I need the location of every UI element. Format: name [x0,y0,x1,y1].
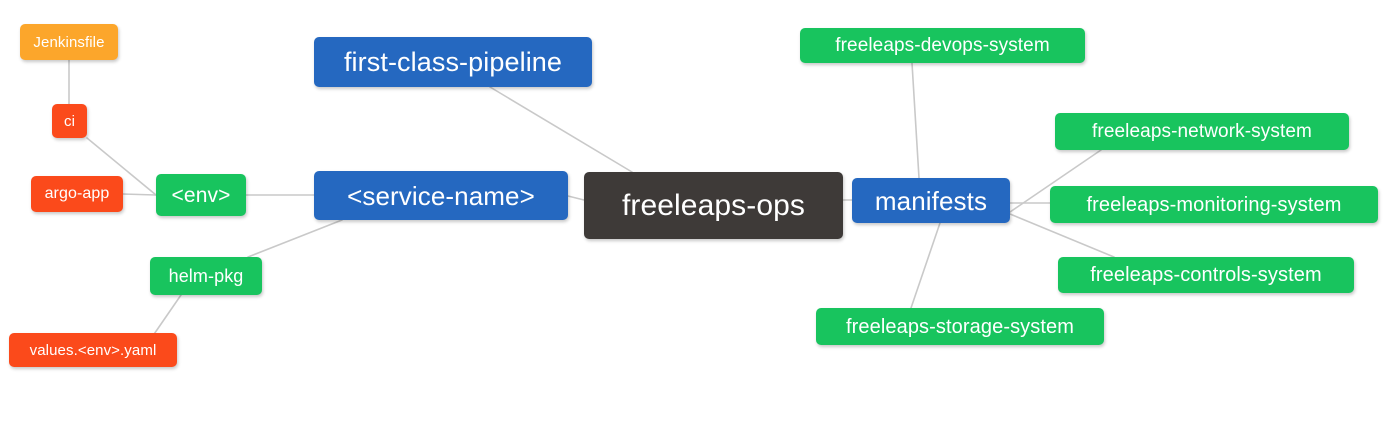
node-storage[interactable]: freeleaps-storage-system [816,308,1104,345]
node-jenkinsfile[interactable]: Jenkinsfile [20,24,118,60]
node-env[interactable]: <env> [156,174,246,216]
edge-manifests-to-storage [910,222,941,309]
node-controls[interactable]: freeleaps-controls-system [1058,257,1354,293]
node-service-name[interactable]: <service-name> [314,171,568,220]
edge-service-name-to-root [567,195,585,201]
node-devops[interactable]: freeleaps-devops-system [800,28,1085,63]
edge-argo-app-to-env [122,193,157,196]
node-network[interactable]: freeleaps-network-system [1055,113,1349,150]
edge-helm-pkg-to-service-name [247,219,343,258]
edge-pipeline-to-root [489,86,633,173]
node-ci[interactable]: ci [52,104,87,138]
node-manifests[interactable]: manifests [852,178,1010,223]
node-helm-pkg[interactable]: helm-pkg [150,257,262,295]
node-pipeline[interactable]: first-class-pipeline [314,37,592,87]
node-argo-app[interactable]: argo-app [31,176,123,212]
node-root[interactable]: freeleaps-ops [584,172,843,239]
edge-manifests-to-devops [911,62,920,179]
node-values-yaml[interactable]: values.<env>.yaml [9,333,177,367]
node-monitoring[interactable]: freeleaps-monitoring-system [1050,186,1378,223]
